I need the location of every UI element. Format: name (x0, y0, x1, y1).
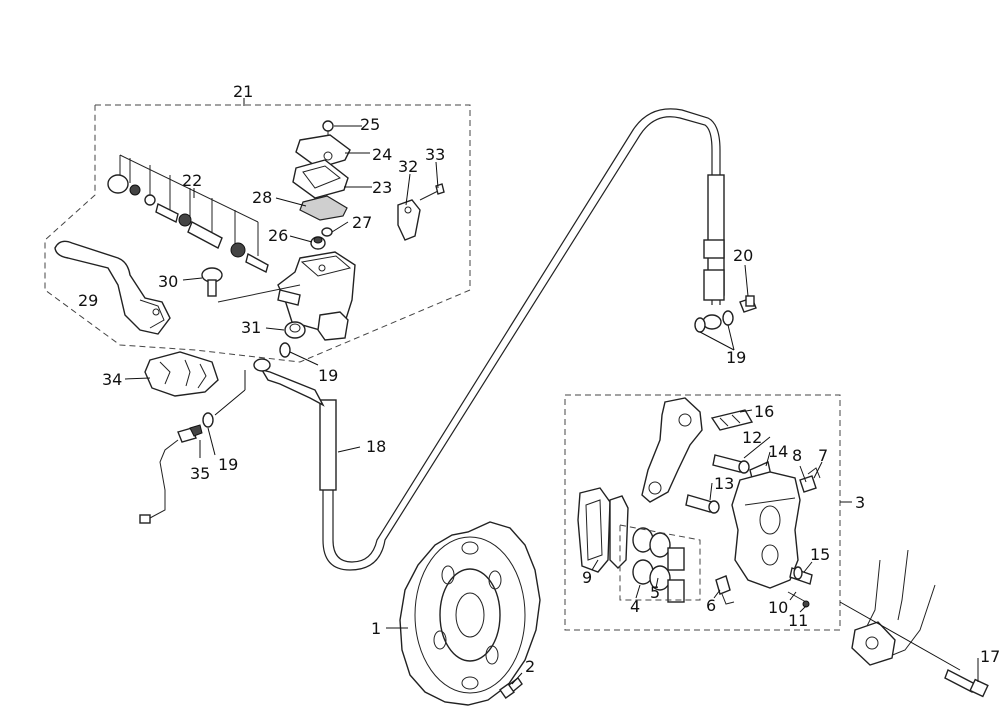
brake-hose (253, 108, 725, 571)
brake-pads (577, 487, 629, 573)
label-34: 34 (102, 370, 122, 389)
caliper-group-outline (564, 394, 852, 631)
pad-pin (787, 566, 813, 608)
fork-leg (839, 549, 961, 671)
part-labels: 21 25 24 32 33 22 23 28 27 26 30 29 31 3… (78, 82, 1000, 676)
label-7: 7 (818, 446, 828, 465)
label-32: 32 (398, 157, 418, 176)
label-8: 8 (792, 446, 802, 465)
label-6: 6 (706, 596, 716, 615)
caliper-pistons (619, 524, 701, 603)
leader-lines (124, 125, 979, 685)
caliper-body (731, 471, 801, 589)
master-piston-kit (107, 154, 269, 274)
switch-bracket (397, 199, 421, 241)
label-2: 2 (525, 657, 535, 676)
label-4: 4 (630, 597, 640, 616)
label-10: 10 (768, 598, 788, 617)
master-cylinder-group-outline (44, 98, 471, 363)
brake-lever (54, 240, 171, 335)
label-16: 16 (754, 402, 774, 421)
label-30: 30 (158, 272, 178, 291)
label-19-switch: 19 (218, 455, 238, 474)
label-24: 24 (372, 145, 392, 164)
master-cylinder-body (217, 251, 356, 341)
banjo-bolt (739, 295, 757, 313)
caliper-carrier (641, 397, 703, 503)
caliper-mount-bolt (944, 669, 989, 698)
caliper-bleeder (799, 467, 821, 493)
reservoir-cap (295, 134, 351, 169)
label-26: 26 (268, 226, 288, 245)
label-23: 23 (372, 178, 392, 197)
label-28: 28 (252, 188, 272, 207)
label-20: 20 (733, 246, 753, 265)
reservoir-diaphragm (292, 159, 349, 199)
slide-pin (685, 454, 750, 514)
label-18: 18 (366, 437, 386, 456)
label-19-caliper: 19 (726, 348, 746, 367)
label-3: 3 (855, 493, 865, 512)
label-25: 25 (360, 115, 380, 134)
bleed-screw (310, 236, 326, 250)
label-11: 11 (788, 611, 808, 630)
pad-spring (710, 409, 754, 431)
label-12: 12 (742, 428, 762, 447)
label-29: 29 (78, 291, 98, 310)
label-33: 33 (425, 145, 445, 164)
label-9: 9 (582, 568, 592, 587)
label-15: 15 (810, 545, 830, 564)
bleed-cap (321, 227, 333, 237)
clamp-nut (284, 321, 306, 339)
lever-pivot-bolt (201, 267, 223, 297)
label-5: 5 (650, 583, 660, 602)
pad-retainer (715, 575, 735, 605)
sealing-washer (202, 310, 734, 428)
reservoir-gasket (299, 195, 348, 221)
label-31: 31 (241, 318, 261, 337)
brake-disc (399, 521, 541, 706)
label-21: 21 (233, 82, 253, 101)
handlebar-switch (144, 351, 219, 397)
label-35: 35 (190, 464, 210, 483)
disc-bolt (499, 676, 523, 699)
bracket-screw (419, 183, 445, 201)
brake-light-switch (139, 424, 203, 524)
label-22: 22 (182, 171, 202, 190)
label-14: 14 (768, 442, 788, 461)
label-17: 17 (980, 647, 1000, 666)
label-27: 27 (352, 213, 372, 232)
label-1: 1 (371, 619, 381, 638)
label-13: 13 (714, 474, 734, 493)
label-19-hose: 19 (318, 366, 338, 385)
